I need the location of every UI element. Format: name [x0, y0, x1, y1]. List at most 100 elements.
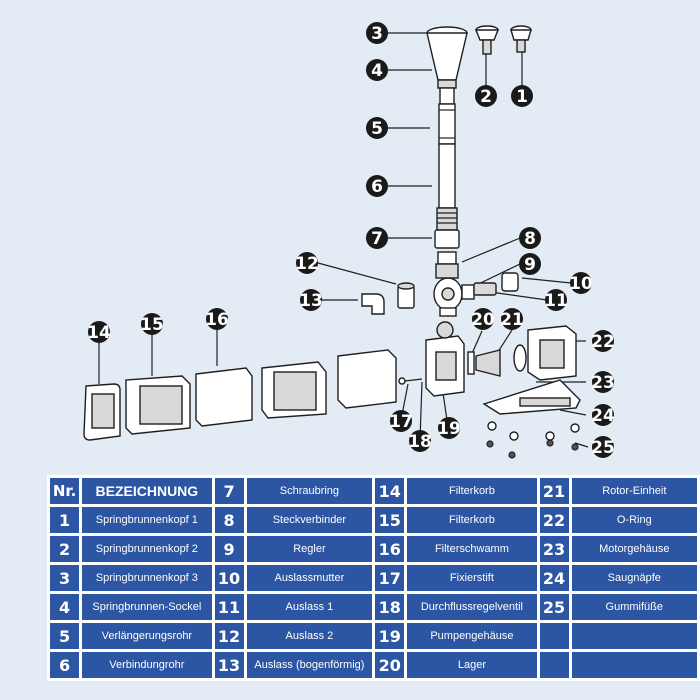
part-number: 25 — [539, 594, 569, 620]
callout-label: 24 — [591, 406, 615, 426]
callout-8: 8 — [519, 227, 541, 249]
table-row: 5 Verlängerungsrohr 12 Auslass 2 19 Pump… — [50, 623, 697, 649]
callout-label: 23 — [591, 373, 615, 393]
header-bezeichnung: BEZEICHNUNG — [82, 478, 212, 504]
part-number: 20 — [375, 652, 405, 678]
fixing-pin — [398, 377, 423, 385]
part-number: 6 — [50, 652, 80, 678]
part-number: 22 — [539, 507, 569, 533]
callout-label: 7 — [371, 229, 383, 249]
part-name: Lager — [407, 652, 537, 678]
part-name: Pumpengehäuse — [407, 623, 537, 649]
empty-cell — [539, 623, 569, 649]
part-number: 3 — [50, 565, 80, 591]
part-number: 7 — [214, 478, 244, 504]
table-row: 3 Springbrunnenkopf 3 10 Auslassmutter 1… — [50, 565, 697, 591]
callout-24: 24 — [591, 404, 615, 426]
callout-21: 21 — [500, 308, 524, 330]
part-name: Durchflussregelventil — [407, 594, 537, 620]
part-number: 4 — [50, 594, 80, 620]
header-nr: Nr. — [50, 478, 80, 504]
callout-16: 16 — [205, 308, 229, 330]
part-number: 15 — [375, 507, 405, 533]
callout-4: 4 — [366, 59, 388, 81]
part-name: Verbindungrohr — [82, 652, 212, 678]
part-name: Springbrunnenkopf 3 — [82, 565, 212, 591]
part-number: 17 — [375, 565, 405, 591]
part-name: Schraubring — [246, 478, 373, 504]
part-number: 18 — [375, 594, 405, 620]
filter-parts — [83, 349, 397, 441]
pump-motor-parts — [425, 321, 581, 415]
callout-10: 10 — [569, 272, 593, 294]
callout-3: 3 — [366, 22, 388, 44]
part-number: 11 — [214, 594, 244, 620]
callout-label: 9 — [524, 255, 536, 275]
table-row: 2 Springbrunnenkopf 2 9 Regler 16 Filter… — [50, 536, 697, 562]
callout-label: 16 — [205, 310, 229, 330]
part-number: 2 — [50, 536, 80, 562]
callout-13: 13 — [299, 289, 323, 311]
table-row: 6 Verbindungrohr 13 Auslass (bogenförmig… — [50, 652, 697, 678]
part-name: Springbrunnenkopf 1 — [82, 507, 212, 533]
part-name: Regler — [246, 536, 373, 562]
part-name: Auslass 1 — [246, 594, 373, 620]
part-number: 23 — [539, 536, 569, 562]
callout-1: 1 — [511, 85, 533, 107]
callout-7: 7 — [366, 227, 388, 249]
part-number: 12 — [214, 623, 244, 649]
part-name: Verlängerungsrohr — [82, 623, 212, 649]
empty-cell — [539, 652, 569, 678]
part-name: Steckverbinder — [246, 507, 373, 533]
empty-cell — [571, 652, 697, 678]
part-name: Filterschwamm — [407, 536, 537, 562]
leader-lines — [98, 32, 589, 448]
callout-label: 19 — [437, 419, 461, 439]
callout-23: 23 — [591, 371, 615, 393]
part-name: Motorgehäuse — [571, 536, 697, 562]
part-number: 24 — [539, 565, 569, 591]
callout-15: 15 — [140, 313, 164, 335]
part-name: Auslassmutter — [246, 565, 373, 591]
callout-label: 15 — [140, 315, 164, 335]
callout-9: 9 — [519, 253, 541, 275]
part-name: Springbrunnen-Sockel — [82, 594, 212, 620]
parts-table: Nr. BEZEICHNUNG 7 Schraubring 14 Filterk… — [47, 475, 700, 681]
callout-label: 10 — [569, 274, 593, 294]
callout-label: 25 — [591, 438, 615, 458]
feet-parts — [486, 421, 580, 459]
part-name: Filterkorb — [407, 478, 537, 504]
fountain-heads — [474, 25, 532, 55]
part-number: 10 — [214, 565, 244, 591]
callout-19: 19 — [437, 417, 461, 439]
callout-label: 1 — [516, 87, 528, 107]
part-number: 8 — [214, 507, 244, 533]
part-name: Auslass (bogenförmig) — [246, 652, 373, 678]
part-number: 21 — [539, 478, 569, 504]
table-header-row: Nr. BEZEICHNUNG 7 Schraubring 14 Filterk… — [50, 478, 697, 504]
part-number: 19 — [375, 623, 405, 649]
empty-cell — [571, 623, 697, 649]
table-row: 1 Springbrunnenkopf 1 8 Steckverbinder 1… — [50, 507, 697, 533]
callout-25: 25 — [591, 436, 615, 458]
part-name: Fixierstift — [407, 565, 537, 591]
callout-14: 14 — [87, 321, 111, 343]
part-number: 5 — [50, 623, 80, 649]
outlet-parts — [361, 282, 415, 315]
part-name: Auslass 2 — [246, 623, 373, 649]
callout-label: 20 — [471, 310, 495, 330]
part-name: Gummifüße — [571, 594, 697, 620]
callout-label: 6 — [371, 177, 383, 197]
callout-label: 22 — [591, 332, 615, 352]
callout-label: 14 — [87, 323, 111, 343]
callout-label: 8 — [524, 229, 536, 249]
callout-label: 13 — [299, 291, 323, 311]
part-number: 9 — [214, 536, 244, 562]
part-name: Saugnäpfe — [571, 565, 697, 591]
part-name: Filterkorb — [407, 507, 537, 533]
callout-6: 6 — [366, 175, 388, 197]
table-row: 4 Springbrunnen-Sockel 11 Auslass 1 18 D… — [50, 594, 697, 620]
callout-17: 17 — [389, 410, 413, 432]
